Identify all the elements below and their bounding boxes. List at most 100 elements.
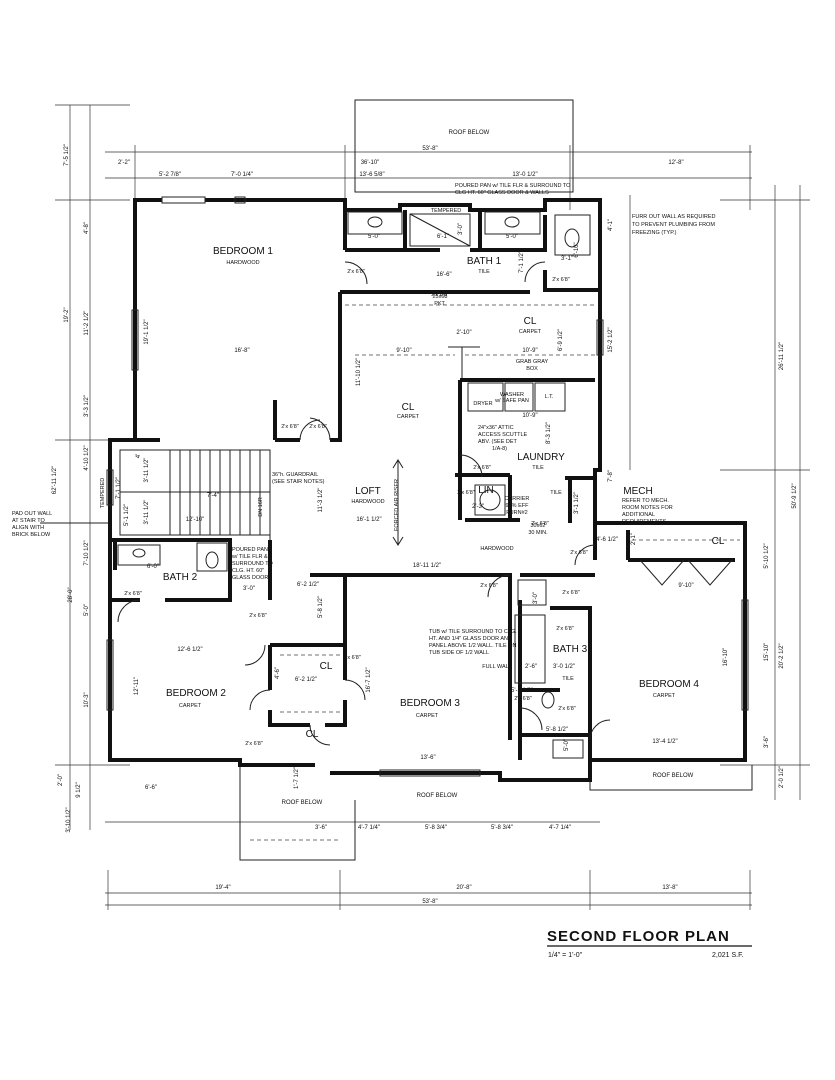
door-tag-11: 2'x 6'8" [570,550,588,556]
door-tag-16: 2'x 6'8" [245,741,263,747]
note-bath2-3: SURROUND TO [232,561,273,567]
dim-cl-621: 6'-2 1/2" [295,677,317,683]
stair [119,449,271,540]
note-pkt-2: PKT. [434,301,446,307]
dim-bath3-26: 2'-6" [525,664,537,670]
note-pkt-1: 25x68 [433,294,448,300]
dim-cl-109: 10'-9" [522,348,537,354]
label-bench: FORCED AIR RISER [394,479,400,531]
door-tag-13: 2'x 6'8" [514,696,532,702]
dim-st-4: 4' [136,454,142,458]
note-min30-2: 30 MIN. [528,530,548,536]
dim-t-13-6: 13'-6 5/8" [359,172,384,178]
dim-bb-5834b: 5'-8 3/4" [491,825,513,831]
label-dryer: DRYER [473,401,492,407]
dim-l-91: 9 1/2" [76,782,82,797]
windows [106,196,749,777]
note-pad-4: BRICK BELOW [12,532,51,538]
room-loft-floor: HARDWOOD [351,499,384,505]
label-tempered-stair: TEMPERED [100,478,106,509]
dim-l-75: 7'-5 1/2" [64,144,70,166]
note-pad-2: AT STAIR TO [12,518,46,524]
drawing-scale: 1/4" = 1'-0" [548,952,583,959]
door-tag-15: 2'x 6'8" [343,655,361,661]
dim-t-2-2: 2'-2" [118,160,130,166]
dim-cl-691: 6'-9 1/2" [558,329,564,351]
dim-hall-18: 18'-11 1/2" [413,563,441,569]
note-bath3-4: TUB SIDE OF 1/2 WALL [429,650,489,656]
dim-l-112: 11'-2 1/2" [84,311,90,336]
dim-l-331: 3'-3 1/2" [84,395,90,417]
dim-t-13-0: 13'-0 1/2" [512,172,537,178]
dim-r-2021: 20'-2 1/2" [779,643,785,668]
room-bedroom3: BEDROOM 3 [400,698,460,709]
room-bedroom1: BEDROOM 1 [213,246,273,257]
note-furr-3: FREEZING (TYP.) [632,230,677,236]
dim-l-192: 19'-2" [64,307,70,322]
door-tag-18: 2'x 6'8" [431,292,449,298]
door-tag-7: 2'x 6'8" [124,591,142,597]
note-guardrail-1: 36"h. GUARDRAIL [272,472,318,478]
dim-st-3112: 3'-11 1/2" [144,500,150,525]
dim-bb-471: 4'-7 1/4" [358,825,380,831]
dim-b1-5a: 5'-0" [368,234,380,240]
dim-l-50: 5'-0" [84,604,90,616]
dim-loft-h: 11'-3 1/2" [318,488,324,513]
door-tag-6: 2'x 6'8" [457,490,475,496]
note-pad-1: PAD OUT WALL [12,511,52,517]
dim-r-36: 3'-6" [764,736,770,748]
dim-b1-61: 6'-1" [437,234,449,240]
door-tag-14: 2'x 6'8" [558,706,576,712]
room-bedroom1-floor: HARDWOOD [226,260,259,266]
note-bath2-5: GLASS DOOR [232,575,268,581]
dim-loft-w: 16'-1 1/2" [356,517,381,523]
dim-mech-21: 2'-1" [631,533,637,545]
dim-st-1210: 12'-10" [186,517,205,523]
dim-b3-167: 16'-7 1/2" [366,667,372,692]
dim-bb-5834a: 5'-8 3/4" [425,825,447,831]
dim-bath3-301: 3'-0 1/2" [553,664,575,670]
dim-st-74: 7'-4" [207,493,219,499]
drawing-title: SECOND FLOOR PLAN [547,928,730,945]
note-bath2-1: POURED PAN [232,547,268,553]
dim-bath3-30: 3'-0" [533,592,539,604]
label-roof-top: ROOF BELOW [449,130,490,136]
note-min30-1: 30x62 [531,523,546,529]
closet-shelves [280,304,740,713]
door-tag-12: 2'x 6'8" [556,626,574,632]
room-cl-main: CL [402,402,415,413]
dim-b4-1610: 16'-10" [723,648,729,667]
dim-t-7-0: 7'-0 1/4" [231,172,253,178]
dim-b4-134: 13'-4 1/2" [652,739,677,745]
dim-l-48: 4'-8" [84,222,90,234]
dim-r-1521: 15'-2 1/2" [608,327,614,352]
dim-mech-46: 4'-6 1/2" [596,537,618,543]
room-bedroom4-floor: CARPET [653,693,676,699]
dim-b-71: 7'-1 1/2" [519,251,525,273]
room-cl-b4: CL [712,536,725,547]
dim-b1-h: 19'-1 1/2" [144,319,150,344]
room-bath1-floor: TILE [478,269,490,275]
room-bath3-floor: TILE [562,676,574,682]
note-bath2-4: CLG. HT. 60" [232,568,264,574]
dim-l-4101: 4'-10 1/2" [84,445,90,470]
dim-b-31: 3'-1" [561,256,573,262]
note-washer-1: WASHER [500,392,524,398]
note-carrier-3: FURN#2 [506,510,527,516]
dim-st-51: 5'-1 1/2" [124,504,130,526]
dim-hall-62: 6'-2 1/2" [297,582,319,588]
dim-l-280: 28'-0" [68,587,74,602]
dim-b1-30: 3'-0" [458,223,464,235]
dim-b2-1211: 12'-11" [134,677,140,695]
dim-l-20: 2'-0" [58,774,64,786]
dim-r-78: 7'-8" [608,470,614,482]
room-cl-upper-floor: CARPET [519,329,542,335]
room-bedroom3-floor: CARPET [416,713,439,719]
dim-bot-total: 53'-8" [422,899,437,905]
note-furr-1: FURR OUT WALL AS REQUIRED [632,214,716,220]
dim-bot-194: 19'-4" [215,885,230,891]
dim-cl-210: 2'-10" [456,330,471,336]
dim-bath3-51: 5'-1 1/2" [511,688,533,694]
note-attic-2: ACCESS SCUTTLE [478,432,528,438]
room-bath3: BATH 3 [553,644,588,655]
